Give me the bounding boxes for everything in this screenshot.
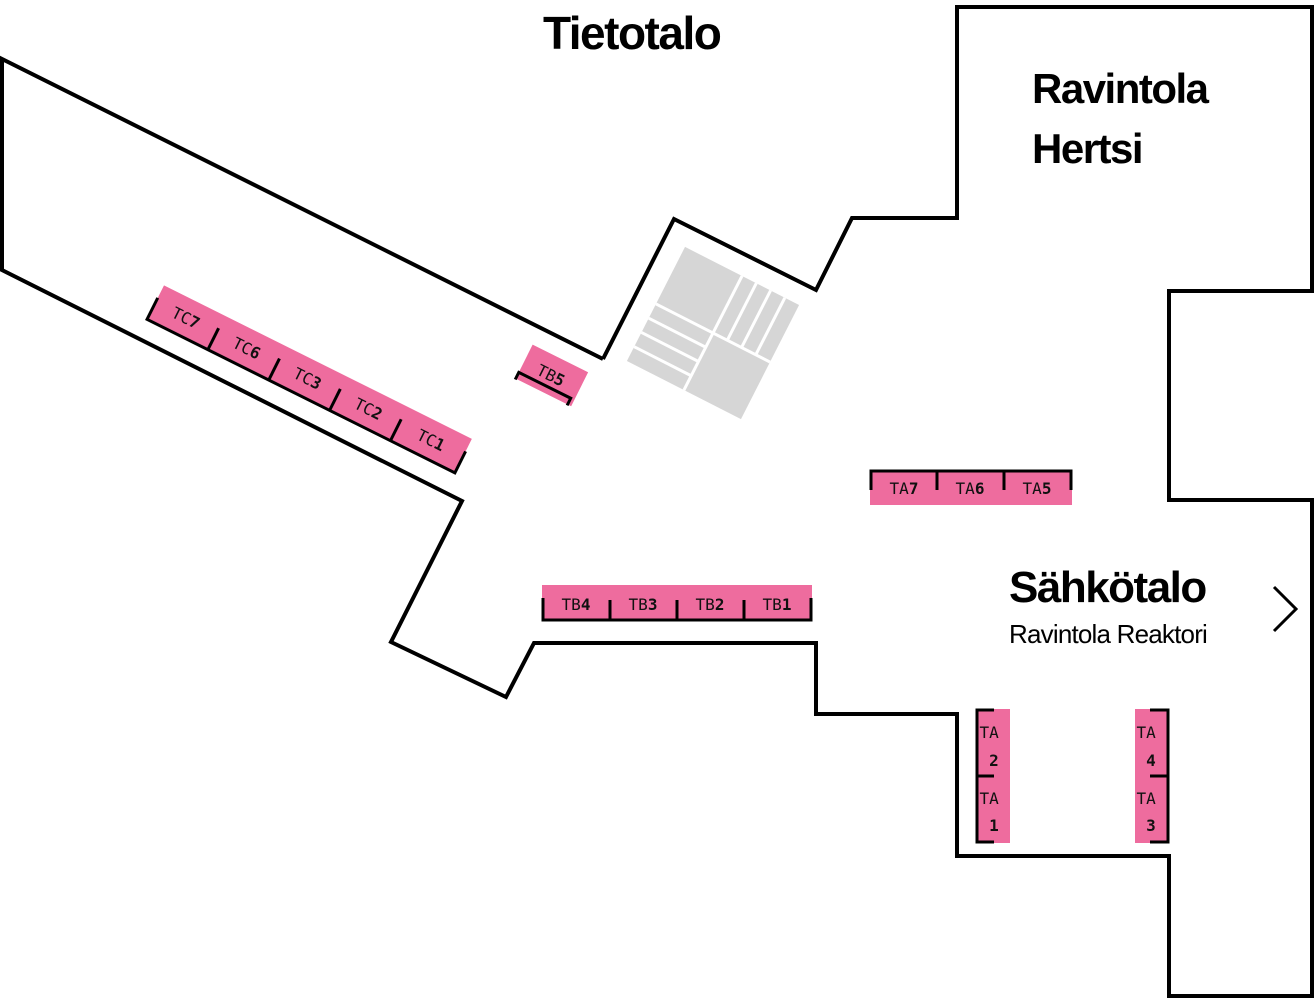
room-ta5[interactable]: TA5 — [1023, 479, 1052, 498]
room-column-ta-right: TA 4 TA 3 — [1135, 708, 1170, 844]
stairs-icon — [626, 246, 800, 420]
building-sublabel-reaktori: Ravintola Reaktori — [1009, 619, 1207, 649]
room-tb5-group: TB5 — [513, 344, 589, 407]
room-ta4[interactable]: TA 4 — [1137, 723, 1166, 770]
room-ta2[interactable]: TA 2 — [980, 723, 1009, 770]
room-tb3[interactable]: TB3 — [629, 595, 658, 614]
room-tb1[interactable]: TB1 — [763, 595, 792, 614]
room-ta3[interactable]: TA 3 — [1137, 789, 1166, 835]
room-row-tc: TC7 TC6 TC3 TC2 TC1 — [145, 285, 472, 475]
room-ta6[interactable]: TA6 — [956, 479, 985, 498]
room-tb2[interactable]: TB2 — [696, 595, 725, 614]
room-row-tb: TB4 TB3 TB2 TB1 — [541, 585, 813, 622]
building-label-hertsi-line2: Hertsi — [1032, 125, 1142, 172]
building-label-hertsi-line1: Ravintola — [1032, 65, 1210, 112]
room-ta1[interactable]: TA 1 — [980, 789, 1009, 835]
building-label-tietotalo: Tietotalo — [543, 7, 721, 59]
chevron-right-icon[interactable] — [1262, 578, 1302, 640]
room-column-ta-left: TA 2 TA 1 — [975, 708, 1010, 844]
room-row-ta-upper: TA7 TA6 TA5 — [869, 469, 1073, 505]
building-label-sahkotalo: Sähkötalo — [1009, 563, 1206, 612]
room-ta7[interactable]: TA7 — [890, 479, 919, 498]
building-walls — [0, 5, 1314, 998]
room-tb4[interactable]: TB4 — [562, 595, 591, 614]
tietotalo-wing-wall — [0, 5, 1314, 998]
room-row-tc-fill — [147, 285, 472, 473]
